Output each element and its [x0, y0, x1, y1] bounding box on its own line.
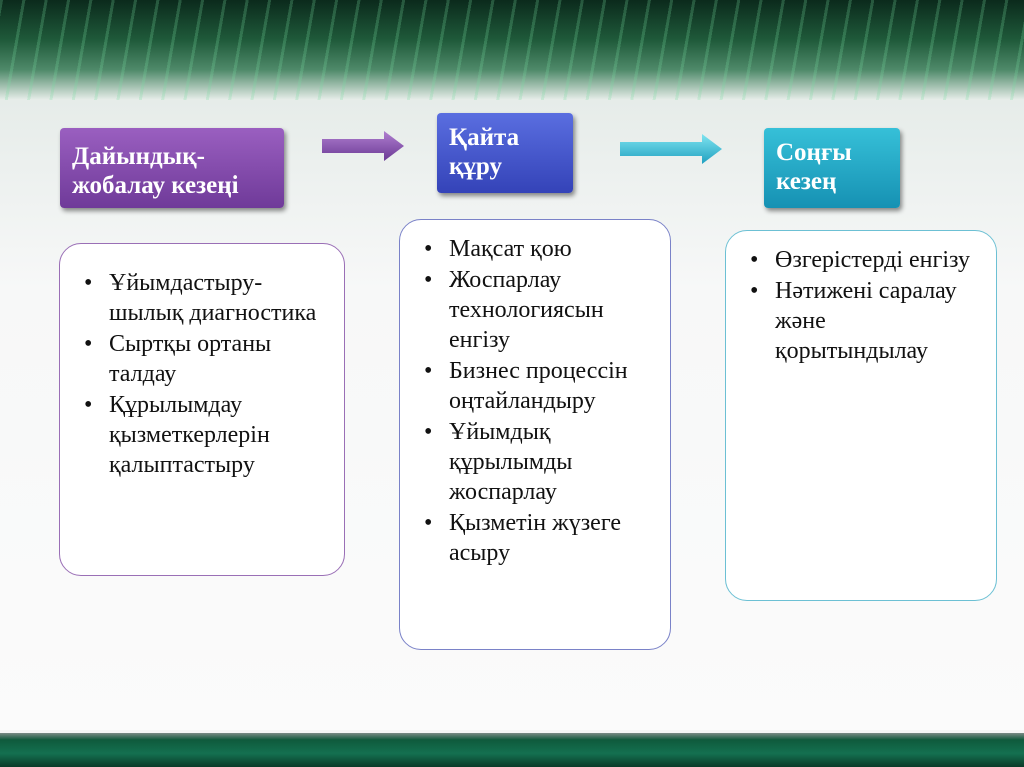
list-item: Ұйымдастыру-шылық диагностика	[84, 268, 328, 328]
list-item: Ұйымдық құрылымды жоспарлау	[424, 417, 654, 507]
list-item: Сыртқы ортаны талдау	[84, 329, 328, 389]
stage-2-list-box: Мақсат қою Жоспарлау технологиясын енгіз…	[399, 219, 671, 650]
list-item: Өзгерістерді енгізу	[750, 245, 980, 275]
list-item: Қызметін жүзеге асыру	[424, 508, 654, 568]
list-item: Құрылымдау қызметкерлерін қалыптастыру	[84, 390, 328, 480]
list-item: Мақсат қою	[424, 234, 654, 264]
list-item: Нәтижені саралау және қорытындылау	[750, 276, 980, 366]
stage-1-header: Дайындық-жобалау кезеңі	[60, 128, 284, 208]
grass-header-banner	[0, 0, 1024, 100]
list-item: Бизнес процессін оңтайландыру	[424, 356, 654, 416]
stage-3-header: Соңғы кезең	[764, 128, 900, 208]
list-item: Жоспарлау технологиясын енгізу	[424, 265, 654, 355]
arrow-right-icon	[322, 131, 404, 161]
stage-2-header: Қайта құру	[437, 113, 573, 193]
arrow-right-icon	[620, 134, 722, 164]
stage-1-list-box: Ұйымдастыру-шылық диагностика Сыртқы орт…	[59, 243, 345, 576]
stage-3-list-box: Өзгерістерді енгізу Нәтижені саралау жән…	[725, 230, 997, 601]
footer-banner	[0, 733, 1024, 767]
